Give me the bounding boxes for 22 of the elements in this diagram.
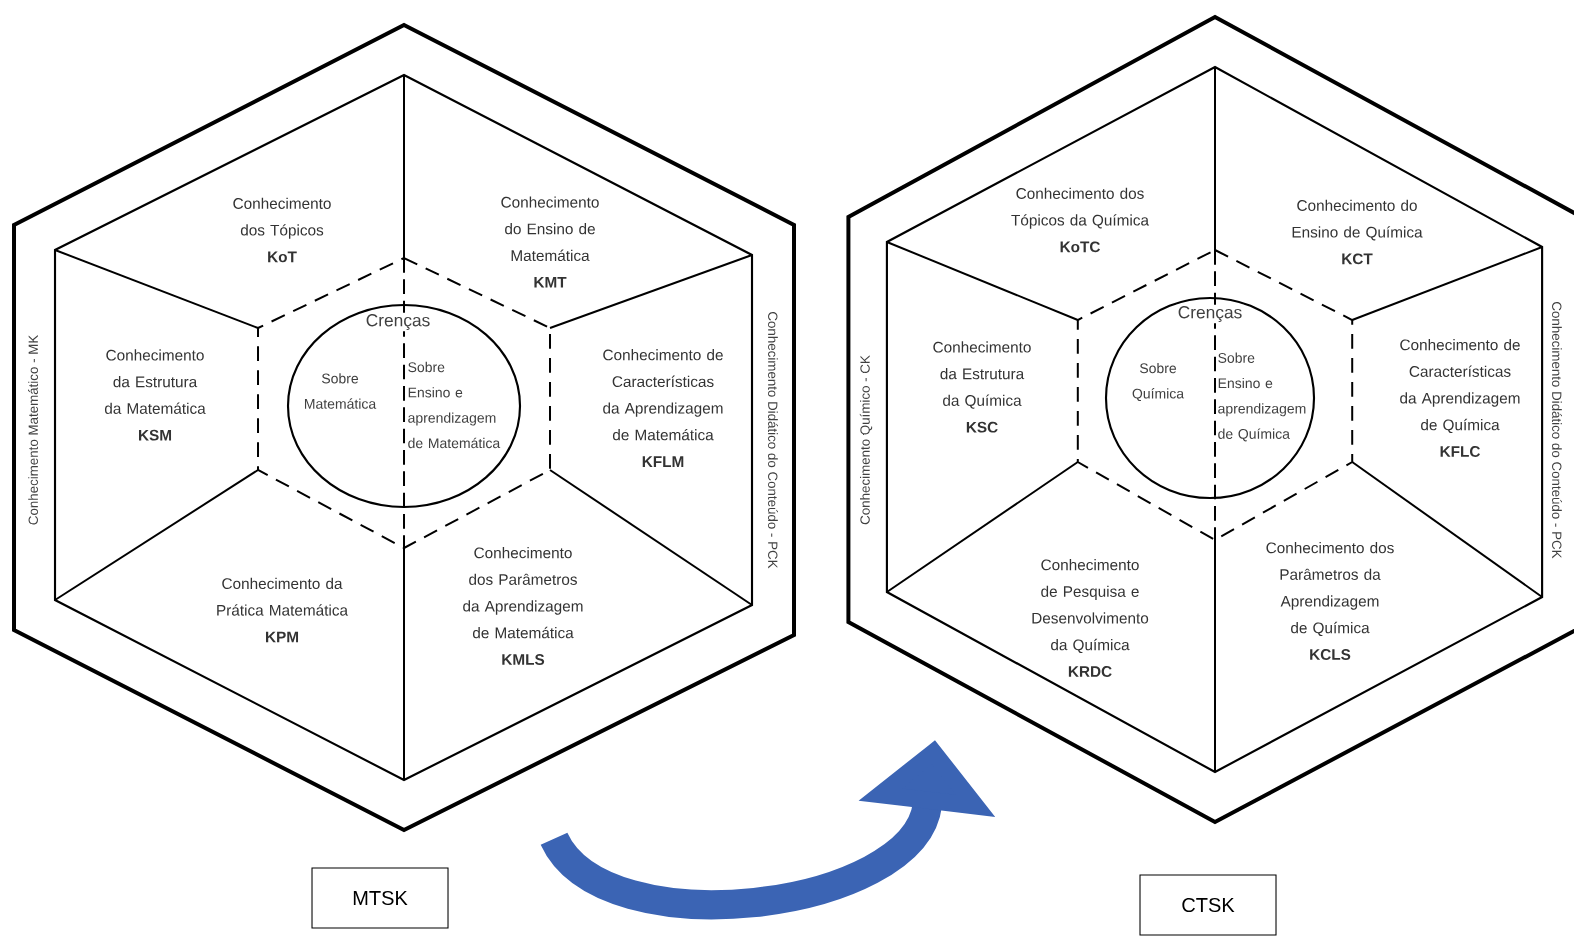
sector-label: Conhecimento dos Tópicos da Química KoTC	[1011, 187, 1149, 253]
belief-label: Sobre Ensino e aprendizagem de Matemática	[408, 361, 501, 449]
sector-label: Conhecimento dos Parâmetros da Aprendizagem de Matemática KMLS	[463, 547, 583, 665]
belief-label: Sobre Matemática	[305, 373, 377, 409]
sector-label: Conhecimento dos Parâmetros da Aprendizagem de Química KCLS	[1266, 542, 1394, 660]
model-label-box: MTSK	[311, 867, 449, 929]
sector-label: Conhecimento da Prática Matemática KPM	[217, 577, 349, 643]
side-label: Conhecimento Químico - CK	[859, 355, 873, 525]
sector-label: Conhecimento de Características da Aprendizagem de Matemática KFLM	[603, 349, 723, 467]
sector-label: Conhecimento de Pesquisa e Desenvolvimento da Química KRDC	[1032, 559, 1149, 677]
sector-label: Conhecimento da Estrutura da Matemática KSM	[104, 349, 206, 441]
sector-label: Conhecimento do Ensino de Química KCT	[1292, 199, 1423, 265]
side-label: Conhecimento Matemático - MK	[28, 334, 38, 525]
sector-label: Conhecimento da Estrutura da Química KSC	[933, 341, 1031, 433]
side-label: Conhecimento Didático do Conteúdo - PCK	[1552, 302, 1562, 559]
belief-label: Sobre Química	[1132, 362, 1185, 402]
side-label: Conhecimento Didático do Conteúdo - PCK	[768, 312, 778, 569]
model-label-box: CTSK	[1139, 874, 1277, 936]
sector-label: Conhecimento dos Tópicos KoT	[233, 197, 331, 263]
belief-label: Sobre Ensino e aprendizagem de Química	[1218, 352, 1306, 442]
sector-label: Conhecimento de Características da Aprendizagem de Química KFLC	[1400, 339, 1520, 457]
sector-label: Conhecimento do Ensino de Matemática KMT	[501, 196, 599, 288]
